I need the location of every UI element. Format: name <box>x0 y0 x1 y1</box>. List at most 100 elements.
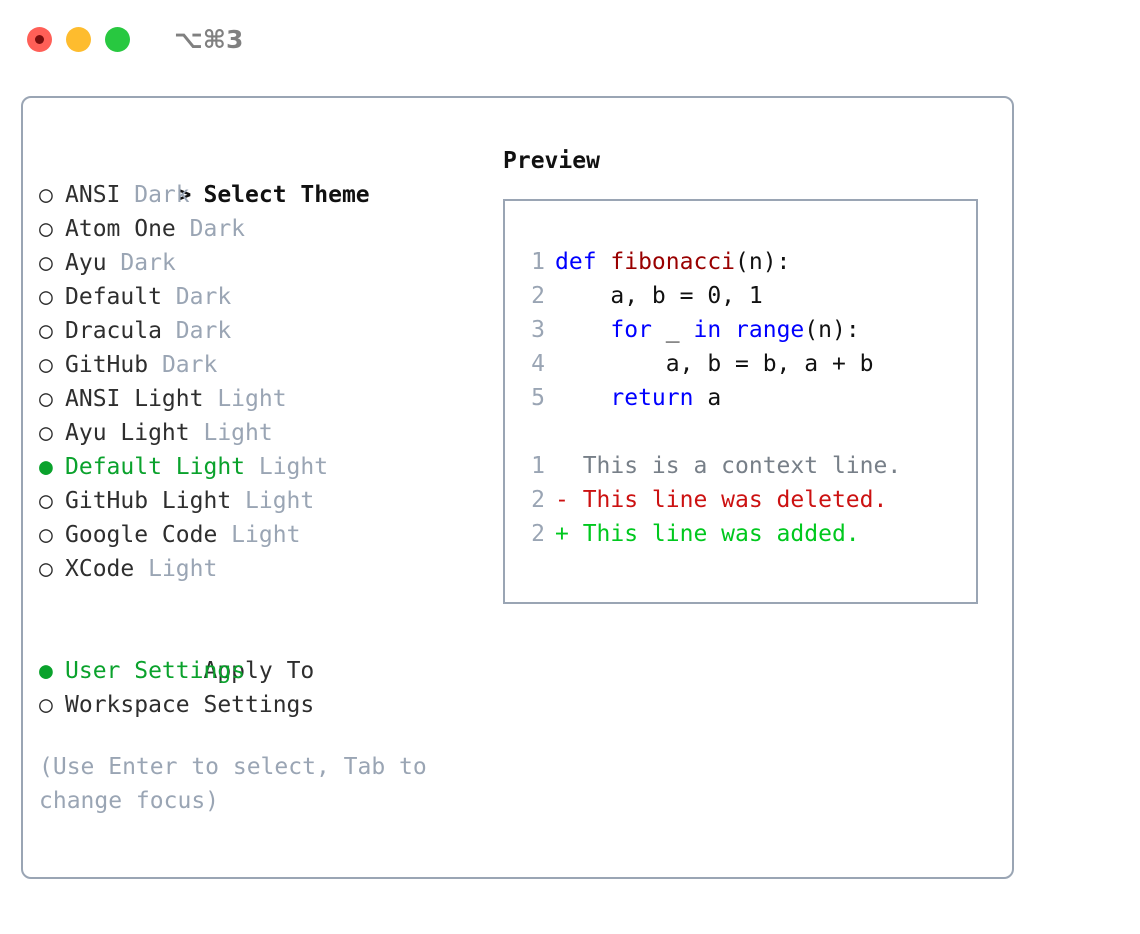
line-number: 2 <box>531 283 545 309</box>
theme-name: XCode <box>65 556 135 582</box>
code-token <box>721 317 735 343</box>
keyboard-hint: (Use Enter to select, Tab to change focu… <box>39 754 441 814</box>
code-line: 1 def fibonacci(n): <box>523 245 976 279</box>
apply-to-title: Apply To <box>203 658 315 684</box>
radio-unselected-icon: ○ <box>39 250 53 276</box>
theme-option-ansi[interactable]: ○ ANSI Dark <box>39 178 479 212</box>
theme-name: Dracula <box>65 318 162 344</box>
code-token: (n): <box>735 249 791 275</box>
line-number: 4 <box>531 351 545 377</box>
theme-variant-tag: Dark <box>148 352 218 378</box>
code-line: 3 for _ in range(n): <box>523 313 976 347</box>
theme-option-xcode[interactable]: ○XCode Light <box>39 552 479 586</box>
diff-text: This is a context line. <box>555 453 902 479</box>
theme-variant-tag: Light <box>245 454 329 480</box>
theme-option-atom-one[interactable]: ○ Atom One Dark <box>39 212 479 246</box>
theme-variant-tag: Dark <box>120 182 190 208</box>
radio-unselected-icon: ○ <box>39 352 53 378</box>
theme-option-github[interactable]: ○ GitHub Dark <box>39 348 479 382</box>
apply-to-option-workspace-settings[interactable]: ○ Workspace Settings <box>39 688 479 722</box>
theme-variant-tag: Dark <box>175 216 246 242</box>
theme-name: Ayu <box>65 250 107 276</box>
theme-variant-tag: Dark <box>161 284 232 310</box>
theme-option-github-light[interactable]: ○GitHub Light Light <box>39 484 479 518</box>
apply-to-option-user-settings[interactable]: ● User Settings <box>39 654 479 688</box>
line-number: 5 <box>531 385 545 411</box>
theme-name: Default Light <box>65 454 246 480</box>
theme-option-ayu[interactable]: ○ Ayu Dark <box>39 246 479 280</box>
line-number: 1 <box>531 453 545 479</box>
theme-option-ansi-light[interactable]: ○ ANSI Light Light <box>39 382 479 416</box>
code-token <box>555 385 610 411</box>
line-number: 1 <box>531 249 545 275</box>
radio-unselected-icon: ○ <box>39 284 53 310</box>
radio-unselected-icon: ○ <box>39 488 53 514</box>
radio-unselected-icon: ○ <box>39 182 53 208</box>
code-token: return <box>610 385 694 411</box>
theme-variant-tag: Dark <box>161 318 232 344</box>
radio-unselected-icon: ○ <box>39 420 53 446</box>
theme-list: ○ ANSI Dark ○ Atom One Dark ○ Ayu Dark ○ Defaul… <box>39 178 479 586</box>
line-number: 2 <box>531 521 545 547</box>
diff-text: - This line was deleted. <box>555 487 888 513</box>
code-token: _ <box>651 317 694 343</box>
theme-option-dracula[interactable]: ○Dracula Dark <box>39 314 479 348</box>
list-spacer <box>39 586 479 620</box>
line-number: 3 <box>531 317 545 343</box>
theme-option-default-light[interactable]: ● Default Light Light <box>39 450 479 484</box>
theme-name: Atom One <box>65 216 176 242</box>
theme-name: GitHub Light <box>65 488 232 514</box>
diff-line-ctx: 1 This is a context line. <box>523 449 976 483</box>
theme-variant-tag: Light <box>203 386 287 412</box>
select-theme-header: > Select Theme <box>39 144 479 208</box>
prompt-caret-icon: > <box>177 182 192 208</box>
code-token: a <box>693 385 722 411</box>
diff-line-del: 2- This line was deleted. <box>523 483 976 517</box>
theme-option-default[interactable]: ○ Default Dark <box>39 280 479 314</box>
theme-name: ANSI <box>65 182 121 208</box>
radio-unselected-icon: ○ <box>39 216 53 242</box>
code-line: 4 a, b = b, a + b <box>523 347 976 381</box>
preview-title: Preview <box>503 148 600 174</box>
minimize-button-icon[interactable] <box>66 26 91 52</box>
code-token: range <box>735 317 805 343</box>
theme-name: ANSI Light <box>65 386 204 412</box>
radio-selected-icon: ● <box>39 454 53 480</box>
theme-option-google-code[interactable]: ○ Google Code Light <box>39 518 479 552</box>
title-bar: ⌥⌘3 <box>0 0 1140 78</box>
theme-variant-tag: Dark <box>106 250 176 276</box>
code-token: fibonacci <box>610 249 736 275</box>
code-token: a, b = b, a + b <box>555 351 874 377</box>
theme-variant-tag: Light <box>217 522 301 548</box>
code-token: in <box>693 317 722 343</box>
radio-unselected-icon: ○ <box>39 692 53 718</box>
apply-to-options: ● User Settings ○ Workspace Settings <box>39 654 479 722</box>
close-button-icon[interactable] <box>27 26 52 52</box>
content-frame: >Select Theme ○ANSI Dark○Atom One Dark○A… <box>21 96 1014 879</box>
theme-name: Default <box>65 284 162 310</box>
maximize-button-icon[interactable] <box>105 26 130 52</box>
theme-name: GitHub <box>65 352 149 378</box>
code-token: (n): <box>804 317 860 343</box>
select-theme-title: Select Theme <box>203 182 370 208</box>
apply-to-label: Workspace Settings <box>65 692 315 718</box>
diff-text: + This line was added. <box>555 521 860 547</box>
radio-unselected-icon: ○ <box>39 522 53 548</box>
theme-selector-pane: >Select Theme ○ANSI Dark○Atom One Dark○A… <box>39 144 479 818</box>
theme-variant-tag: Light <box>189 420 273 446</box>
code-token: a, b = 0, 1 <box>555 283 763 309</box>
code-line: 2 a, b = 0, 1 <box>523 279 976 313</box>
apply-to-header: ○Apply To <box>39 620 479 684</box>
radio-unselected-icon: ○ <box>39 386 53 412</box>
code-diff-spacer <box>523 415 976 449</box>
code-token: for <box>610 317 652 343</box>
apply-to-label: User Settings <box>65 658 246 684</box>
radio-selected-icon: ● <box>39 658 53 684</box>
diff-sample: 1 This is a context line.2- This line wa… <box>523 449 976 551</box>
theme-name: Google Code <box>65 522 218 548</box>
code-token: def <box>555 249 611 275</box>
theme-option-ayu-light[interactable]: ○Ayu Light Light <box>39 416 479 450</box>
